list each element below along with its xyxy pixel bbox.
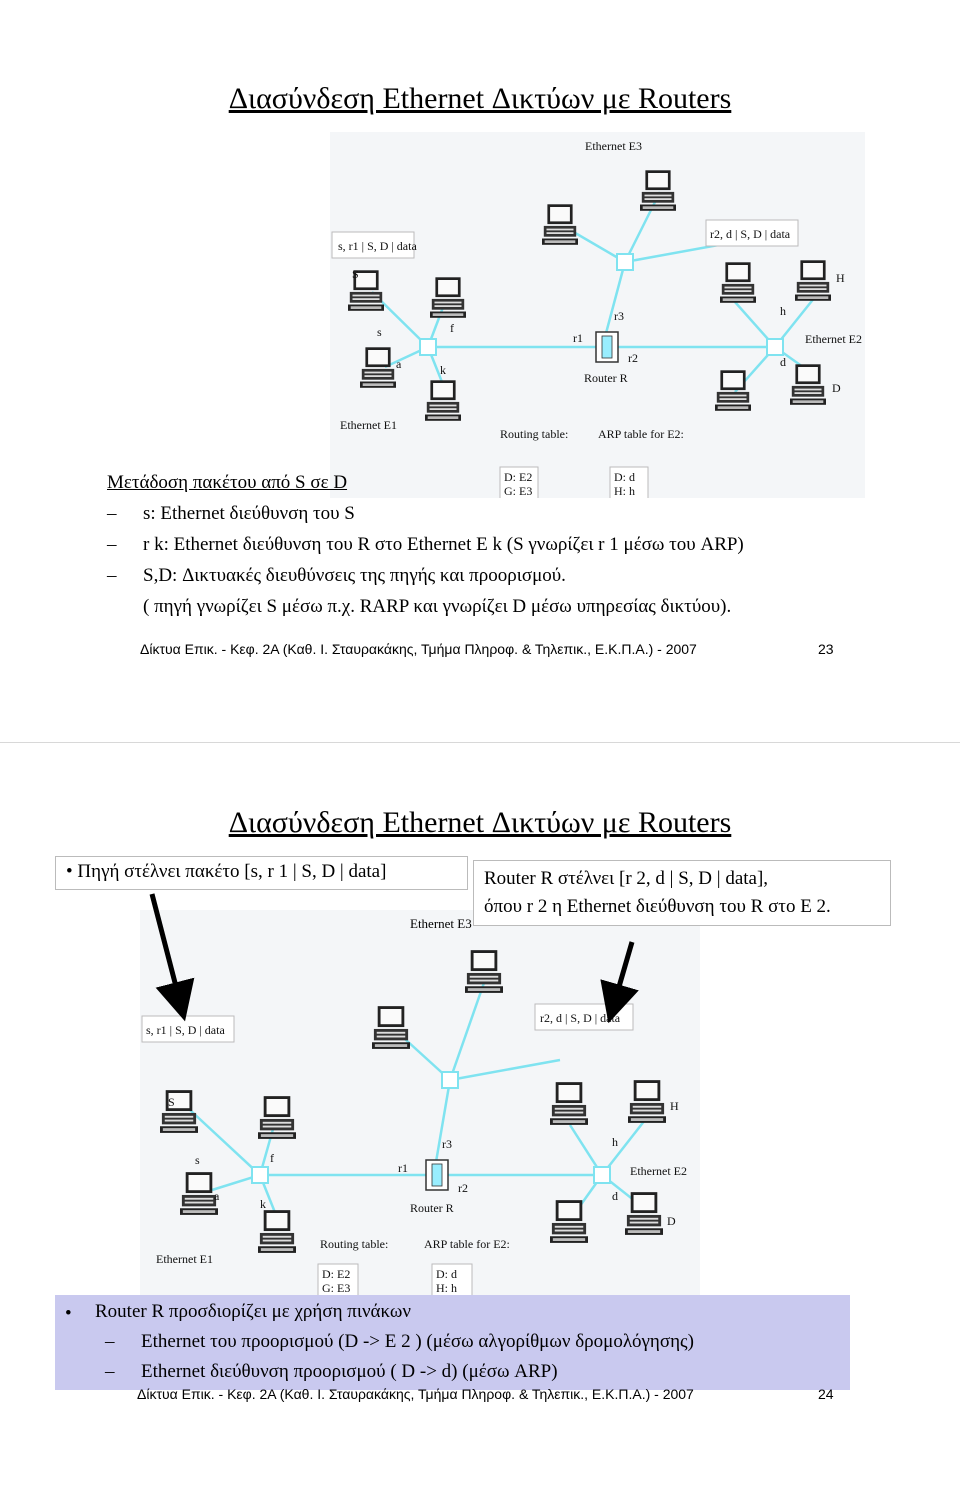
source-packet-text: Πηγή στέλνει πακέτο [s, r 1 | S, D | dat… (77, 861, 387, 882)
page-number: 23 (818, 641, 834, 657)
computer-e2-bottom (715, 370, 751, 411)
hub-e2 (766, 338, 784, 356)
section-heading: Μετάδοση πακέτου από S σε D (107, 472, 348, 493)
label-ethernet-e1: Ethernet E1 (156, 1252, 213, 1266)
bullet-dot: • (66, 861, 73, 882)
label-a: a (396, 357, 402, 371)
label-r3: r3 (442, 1137, 452, 1151)
label-d: d (612, 1189, 618, 1203)
arrow-router (600, 941, 639, 1024)
computer-D (790, 364, 826, 405)
label-k: k (440, 363, 446, 377)
arp-table-title: ARP table for E2: (424, 1237, 510, 1251)
label-r2: r2 (628, 351, 638, 365)
label-H: H (670, 1099, 679, 1113)
slide-title: Διασύνδεση Ethernet Δικτύων με Routers (228, 806, 732, 839)
label-ethernet-e2: Ethernet E2 (630, 1164, 687, 1178)
label-D: D (667, 1214, 676, 1228)
slide-24: Διασύνδεση Ethernet Δικτύων με Routers (0, 744, 960, 1489)
label-ethernet-e2: Ethernet E2 (805, 332, 862, 346)
computer-a (360, 347, 396, 388)
arrows-layer (149, 893, 639, 1024)
label-h: h (612, 1135, 618, 1149)
label-f: f (270, 1151, 274, 1165)
packet-label-right: r2, d | S, D | data (710, 227, 791, 241)
router-send-line1: Router R στέλνει [r 2, d | S, D | data], (484, 868, 769, 889)
callout-heading: Router R προσδιορίζει με χρήση πινάκων (95, 1301, 412, 1322)
packet-label-left: s, r1 | S, D | data (338, 239, 417, 253)
label-ethernet-e3: Ethernet E3 (585, 139, 642, 153)
computer-H (795, 260, 831, 301)
label-r3: r3 (614, 309, 624, 323)
label-h: h (780, 304, 786, 318)
arp-row: H: h (614, 484, 635, 498)
slide-title: Διασύνδεση Ethernet Δικτύων με Routers (228, 82, 732, 115)
slide-divider (0, 742, 960, 743)
arp-row: D: d (614, 470, 635, 484)
computer-e3-right (640, 170, 676, 211)
label-router: Router R (584, 371, 628, 385)
label-r2: r2 (458, 1181, 468, 1195)
routing-row: D: E2 (322, 1267, 350, 1281)
computer-f (430, 277, 466, 318)
packet-label-left: s, r1 | S, D | data (146, 1023, 225, 1037)
label-d: d (780, 355, 786, 369)
bullet-item: –s: Ethernet διεύθυνση του S (107, 503, 355, 524)
page-number: 24 (818, 1386, 834, 1402)
arp-row: H: h (436, 1281, 457, 1295)
label-s: s (377, 325, 382, 339)
network-diagram: s, r1 | S, D | data r2, d | S, D | data … (140, 910, 700, 1300)
callout-subitem: –Ethernet διεύθυνση προορισμού ( D -> d)… (105, 1361, 558, 1382)
computer-e3-left (542, 204, 578, 245)
router-tables-callout: • Router R προσδιορίζει με χρήση πινάκων… (55, 1295, 850, 1390)
router-send-box: Router R στέλνει [r 2, d | S, D | data],… (473, 860, 891, 926)
arrow-source (149, 893, 195, 1022)
routing-row: G: E3 (504, 484, 532, 498)
label-D: D (832, 381, 841, 395)
network-diagram: s, r1 | S, D | data r2, d | S, D | data … (330, 132, 865, 500)
label-router: Router R (410, 1201, 454, 1215)
slide-footer: Δίκτυα Επικ. - Κεφ. 2Α (Καθ. Ι. Σταυρακά… (137, 1386, 694, 1402)
label-k: k (260, 1197, 266, 1211)
label-ethernet-e3: Ethernet E3 (410, 916, 472, 931)
routing-table-title: Routing table: (320, 1237, 388, 1251)
bullet-item: –r k: Ethernet διεύθυνση του R στο Ether… (107, 534, 744, 555)
label-s: s (195, 1153, 200, 1167)
callout-subitem: –Ethernet του προορισμού (D -> E 2 ) (μέ… (105, 1331, 694, 1352)
routing-row: D: E2 (504, 470, 532, 484)
router-send-line2: όπου r 2 η Ethernet διεύθυνση του R στο … (484, 896, 831, 917)
label-S: S (352, 267, 359, 281)
label-r1: r1 (573, 331, 583, 345)
slide-footer: Δίκτυα Επικ. - Κεφ. 2Α (Καθ. Ι. Σταυρακά… (140, 641, 697, 657)
label-ethernet-e1: Ethernet E1 (340, 418, 397, 432)
label-r1: r1 (398, 1161, 408, 1175)
network-diagram-svg: s, r1 | S, D | data r2, d | S, D | data … (331, 139, 862, 500)
routing-table-title: Routing table: (500, 427, 568, 441)
slide-23: Διασύνδεση Ethernet Δικτύων με Routers (0, 0, 960, 720)
hub-e3 (616, 253, 634, 271)
bullet-note: ( πηγή γνωρίζει S μέσω π.χ. RARP και γνω… (143, 596, 732, 617)
label-S: S (168, 1095, 175, 1109)
callout-bullet: • (65, 1303, 72, 1324)
computer-k (425, 380, 461, 421)
arp-table-title: ARP table for E2: (598, 427, 684, 441)
arp-row: D: d (436, 1267, 457, 1281)
hub-e1 (419, 338, 437, 356)
routing-row: G: E3 (322, 1281, 350, 1295)
label-f: f (450, 321, 454, 335)
bullet-item: –S,D: Δικτυακές διευθύνσεις της πηγής κα… (107, 565, 566, 586)
label-H: H (836, 271, 845, 285)
computer-e2-top (720, 262, 756, 303)
source-packet-box: • Πηγή στέλνει πακέτο [s, r 1 | S, D | d… (55, 856, 468, 890)
label-a: a (214, 1189, 220, 1203)
